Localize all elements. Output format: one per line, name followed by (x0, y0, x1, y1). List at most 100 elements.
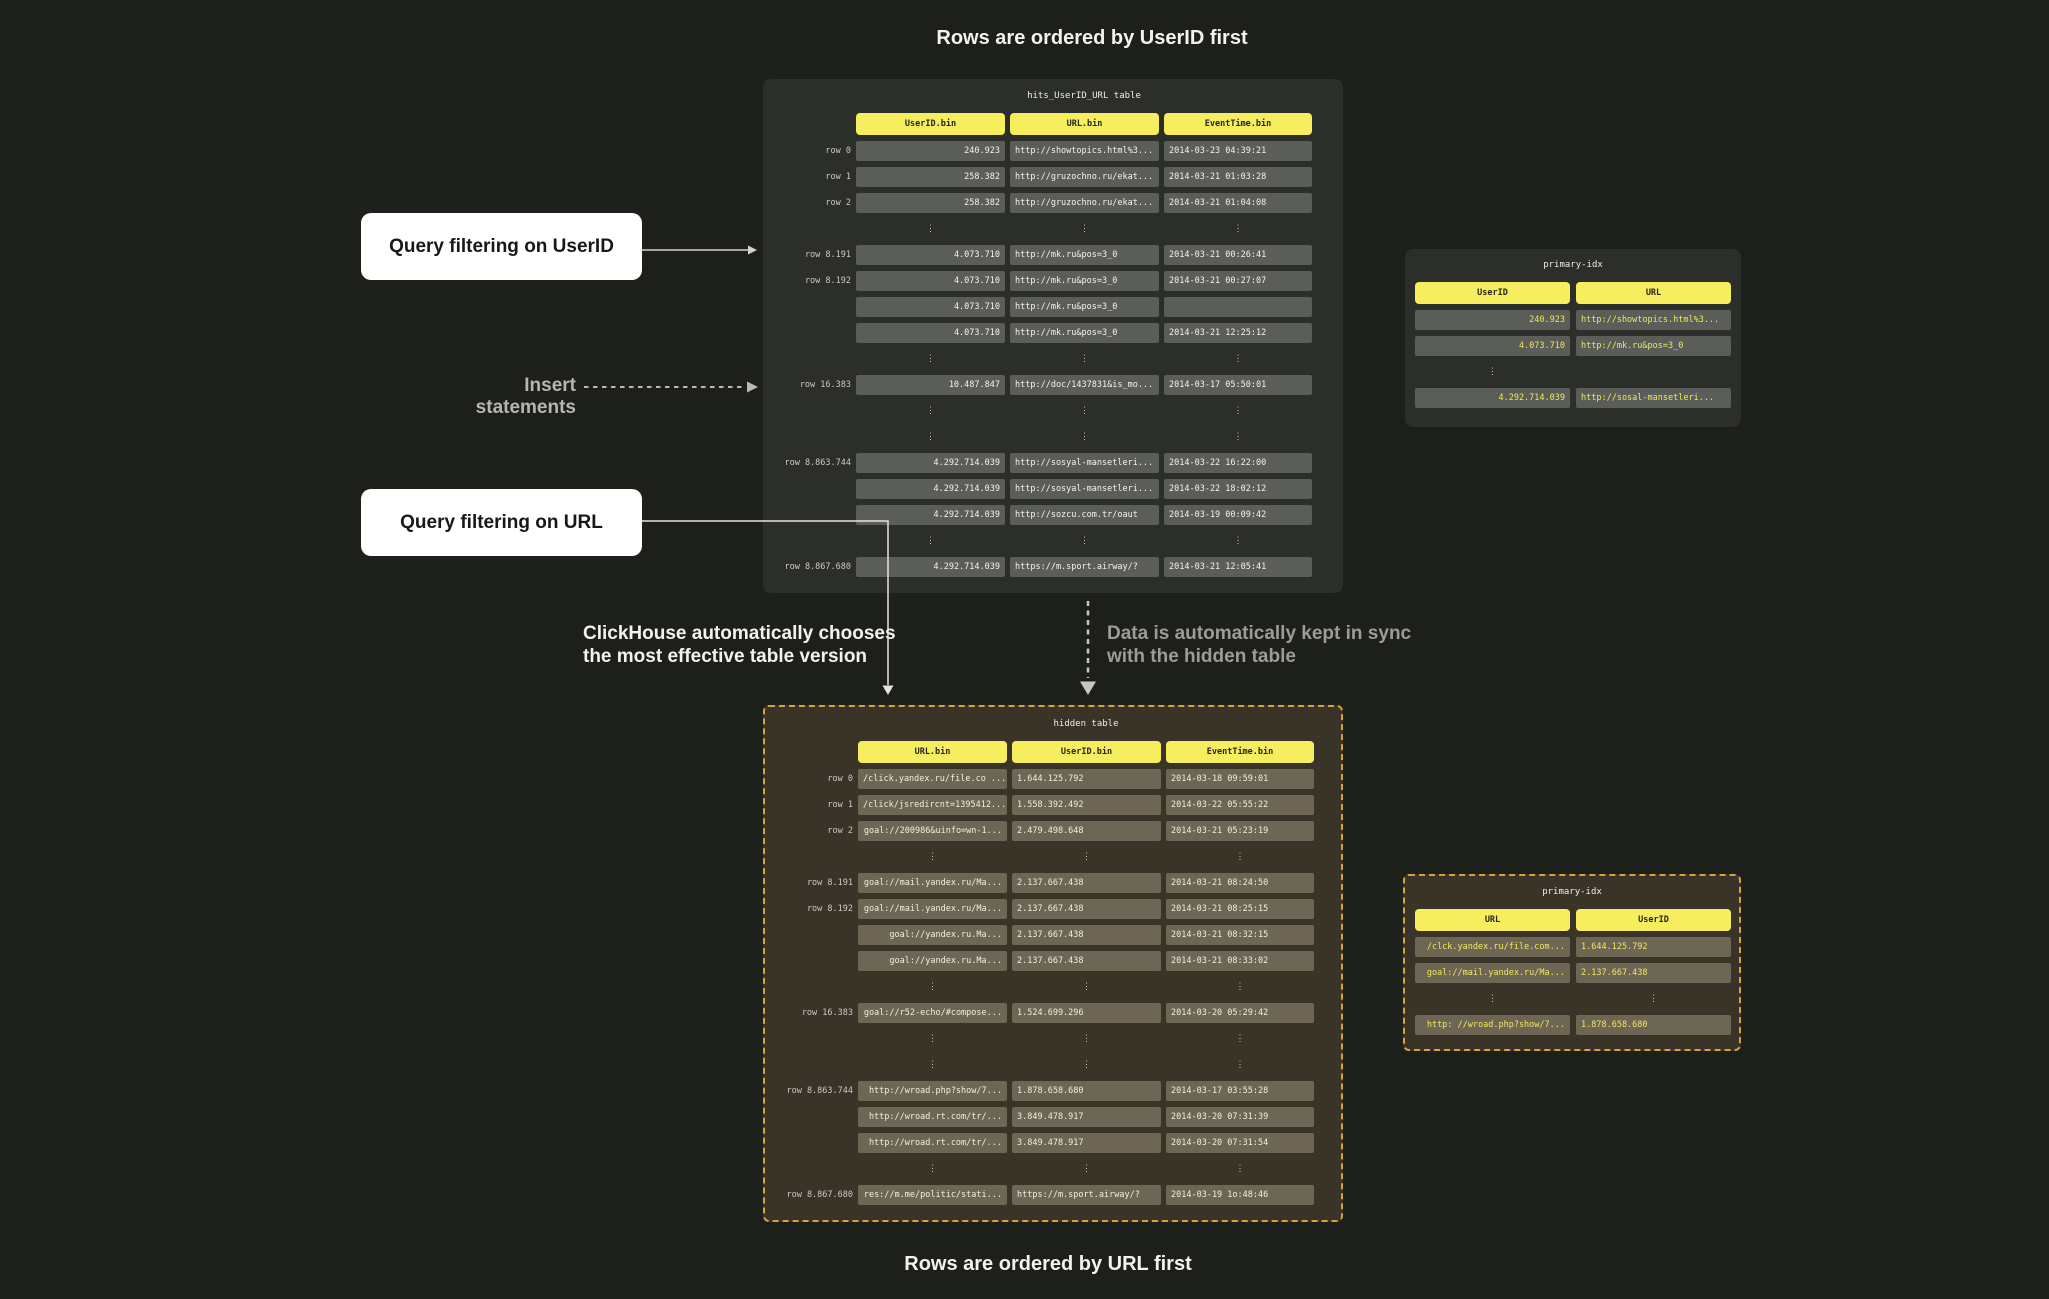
ellipsis-cell: ⋮ (926, 536, 935, 546)
sync-line1: Data is automatically kept in sync (1107, 623, 1412, 644)
ellipsis-cell: ⋮ (1080, 536, 1089, 546)
ellipsis-cell: ⋮ (1488, 367, 1497, 377)
table-cell: 258.382 (856, 167, 1005, 187)
auto-choose-line2: the most effective table version (583, 646, 868, 667)
row-label (771, 401, 851, 421)
table-cell: http://showtopics.html%3... (1010, 141, 1159, 161)
table-cell: 10.487.847 (856, 375, 1005, 395)
auto-choose-line1: ClickHouse automatically chooses (583, 623, 896, 644)
table-cell: http://mk.ru&pos=3_0 (1010, 245, 1159, 265)
row-label (771, 349, 851, 369)
row-label: row 1 (825, 172, 851, 182)
row-label: row 0 (825, 146, 851, 156)
table-cell: 2014-03-17 03:55:28 (1166, 1081, 1314, 1101)
sync-dashed-arrow (1080, 601, 1096, 695)
ellipsis-cell: ⋮ (926, 406, 935, 416)
row-label: row 1 (827, 800, 853, 810)
row-label (771, 505, 851, 525)
table-cell: https://m.sport.airway/? (1010, 557, 1159, 577)
table-cell: 1.878.658.680 (1576, 1015, 1731, 1035)
table-cell: 1.558.392.492 (1012, 795, 1161, 815)
row-label: row 0 (827, 774, 853, 784)
query-filtering-userid-callout: Query filtering on UserID (361, 213, 642, 280)
table-cell: 2.137.667.438 (1576, 963, 1731, 983)
primary-idx-url-title: primary-idx (1542, 887, 1602, 897)
table-cell: http://gruzochno.ru/ekat... (1010, 167, 1159, 187)
column-header: URL.bin (1010, 113, 1159, 135)
table-cell: http://mk.ru&pos=3_0 (1010, 271, 1159, 291)
ellipsis-cell: ⋮ (1235, 1060, 1245, 1070)
table-cell: 2014-03-21 01:04:08 (1164, 193, 1312, 213)
row-label (773, 977, 853, 997)
top-title: Rows are ordered by UserID first (936, 27, 1248, 49)
query-filtering-url-callout: Query filtering on URL (361, 489, 642, 556)
table-cell: 3.849.478.917 (1012, 1133, 1161, 1153)
row-label (773, 925, 853, 945)
table-cell: 4.292.714.039 (1415, 388, 1570, 408)
table-cell: http: //wroad.php?show/7... (1415, 1015, 1570, 1035)
ellipsis-cell: ⋮ (928, 1034, 937, 1044)
column-header: EventTime.bin (1166, 741, 1314, 763)
header-spacer (771, 113, 851, 133)
table-cell: goal://mail.yandex.ru/Ma... (858, 899, 1007, 919)
row-label: row 2 (827, 826, 853, 836)
column-header: UserID.bin (1012, 741, 1161, 763)
table-cell: 2.137.667.438 (1012, 951, 1161, 971)
table-cell: 4.073.710 (1415, 336, 1570, 356)
insert-statements-arrow (584, 381, 758, 393)
ellipsis-cell: ⋮ (1082, 1164, 1091, 1174)
row-label: row 8.192 (806, 904, 853, 914)
bottom-title: Rows are ordered by URL first (904, 1253, 1192, 1275)
table-cell: 2014-03-21 12:05:41 (1164, 557, 1312, 577)
table-cell: 4.292.714.039 (856, 505, 1005, 525)
table-cell: http://mk.ru&pos=3_0 (1576, 336, 1731, 356)
row-label (771, 297, 851, 317)
table-cell: 258.382 (856, 193, 1005, 213)
table-cell: 2014-03-21 01:03:28 (1164, 167, 1312, 187)
table-cell: http://doc/1437831&is_mo... (1010, 375, 1159, 395)
hits-table-title: hits_UserID_URL table (1027, 91, 1141, 101)
table-cell: http://sozcu.com.tr/oaut (1010, 505, 1159, 525)
table-cell: goal://200986&uinfo=wn-1... (858, 821, 1007, 841)
table-cell: 240.923 (1415, 310, 1570, 330)
table-cell: 2014-03-21 05:23:19 (1166, 821, 1314, 841)
table-cell: 2014-03-21 08:25:15 (1166, 899, 1314, 919)
table-cell: 2014-03-20 05:29:42 (1166, 1003, 1314, 1023)
column-header: URL (1415, 909, 1570, 931)
table-cell (1164, 297, 1312, 317)
row-label: row 8.863.744 (786, 1086, 853, 1096)
ellipsis-cell: ⋮ (926, 432, 935, 442)
table-cell: 2.137.667.438 (1012, 925, 1161, 945)
table-cell: 2014-03-22 16:22:00 (1164, 453, 1312, 473)
row-label: row 16.383 (799, 380, 851, 390)
table-cell: goal://yandex.ru.Ma... (858, 951, 1007, 971)
table-cell: res://m.me/politic/stati... (858, 1185, 1007, 1205)
table-cell: http://sosyal-mansetleri... (1010, 479, 1159, 499)
table-cell: 4.073.710 (856, 297, 1005, 317)
row-label (771, 323, 851, 343)
ellipsis-cell: ⋮ (928, 852, 937, 862)
header-spacer (773, 741, 853, 761)
ellipsis-cell: ⋮ (1235, 852, 1245, 862)
ellipsis-cell: ⋮ (1080, 354, 1089, 364)
table-cell: 2014-03-17 05:50:01 (1164, 375, 1312, 395)
row-label: row 8.192 (804, 276, 851, 286)
table-cell: 4.073.710 (856, 245, 1005, 265)
ellipsis-cell: ⋮ (1080, 432, 1089, 442)
table-cell: https://m.sport.airway/? (1012, 1185, 1161, 1205)
primary-idx-userid-title: primary-idx (1543, 260, 1603, 270)
row-label (773, 1159, 853, 1179)
table-cell: 3.849.478.917 (1012, 1107, 1161, 1127)
table-cell: 2014-03-22 05:55:22 (1166, 795, 1314, 815)
table-cell: 2.137.667.438 (1012, 873, 1161, 893)
row-label: row 2 (825, 198, 851, 208)
ellipsis-cell: ⋮ (1233, 432, 1243, 442)
ellipsis-cell: ⋮ (1082, 852, 1091, 862)
ellipsis-cell: ⋮ (1082, 1034, 1091, 1044)
table-cell: /clck.yandex.ru/file.com... (1415, 937, 1570, 957)
row-label: row 8.863.744 (784, 458, 851, 468)
